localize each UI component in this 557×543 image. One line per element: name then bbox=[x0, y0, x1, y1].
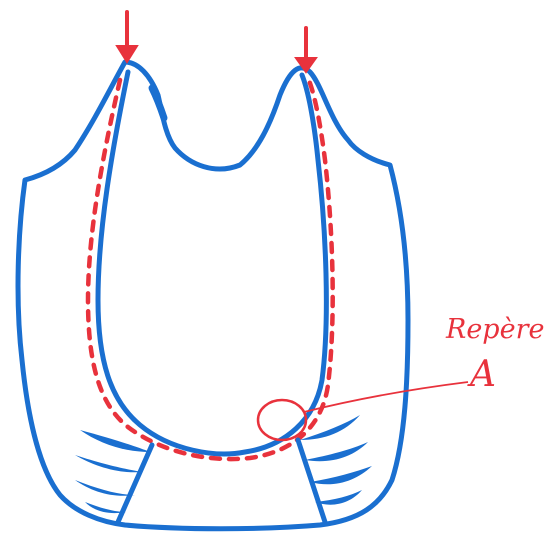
annotation-label: Repère bbox=[445, 314, 544, 345]
right-wedge-2 bbox=[305, 442, 368, 461]
down-arrow-icon bbox=[117, 46, 137, 62]
left-arrow bbox=[117, 12, 137, 62]
left-wedge-1 bbox=[80, 430, 150, 452]
right-wedge-3 bbox=[310, 466, 372, 484]
left-wedge-3 bbox=[75, 480, 135, 496]
left-wedge-4 bbox=[85, 502, 126, 513]
left-panel-seam bbox=[118, 445, 152, 522]
right-wedge-4 bbox=[315, 490, 362, 505]
right-arrow bbox=[296, 28, 316, 72]
inner-u-outline bbox=[98, 72, 326, 454]
left-wedge-2 bbox=[75, 455, 142, 472]
reference-circle bbox=[258, 400, 306, 440]
stitch-line bbox=[88, 78, 333, 459]
annotation-letter: A bbox=[467, 354, 496, 395]
left-shading bbox=[75, 430, 150, 513]
